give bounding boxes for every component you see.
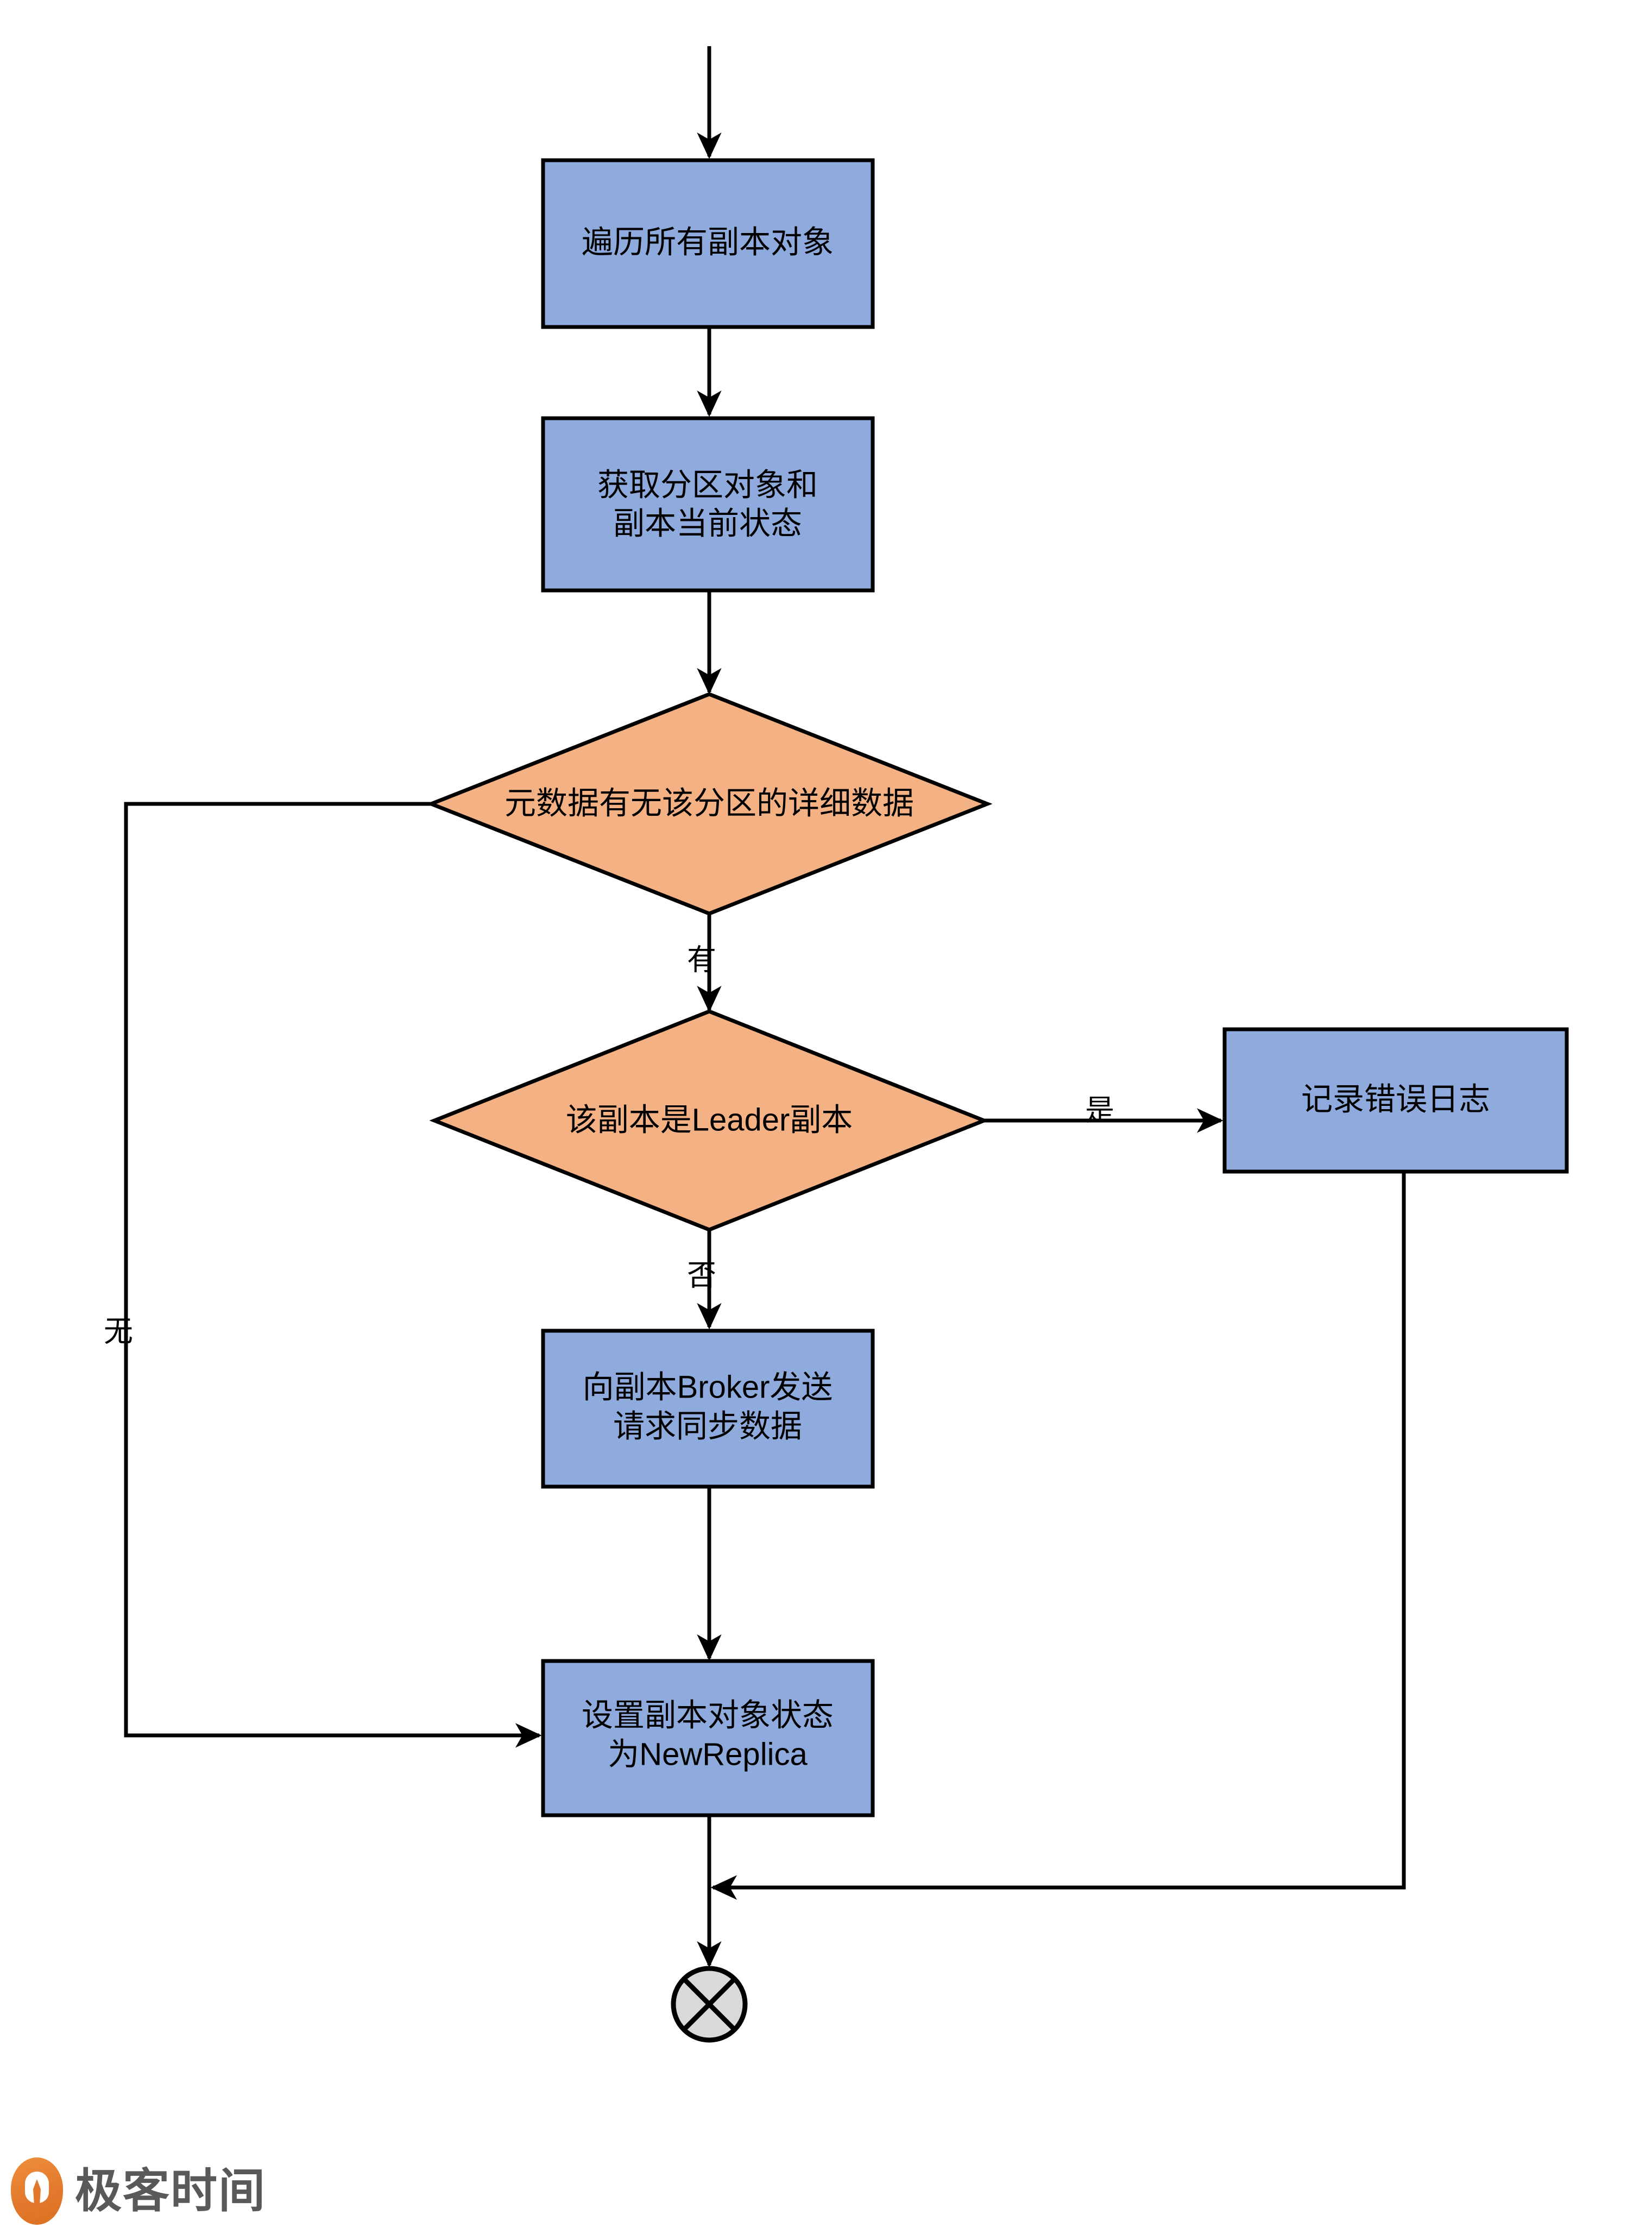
edge-n3-to-end <box>710 1172 1406 1900</box>
edge-line <box>124 802 542 1748</box>
edge-d2-to-n3-yes: 是 <box>984 1094 1224 1133</box>
node-label-line1: 获取分区对象和 <box>597 467 818 502</box>
edge-line <box>710 1172 1406 1900</box>
edge-d1-to-n5-none: 无 <box>104 802 542 1748</box>
geektime-logo-icon <box>11 2157 63 2225</box>
watermark-brand-text: 极客时间 <box>75 2165 266 2217</box>
edge-label-no: 否 <box>687 1259 716 1292</box>
node-label: 遍历所有副本对象 <box>582 224 834 260</box>
node-label-line1: 设置副本对象状态 <box>582 1697 834 1733</box>
node-get-partition-state[interactable]: 获取分区对象和 副本当前状态 <box>541 416 875 593</box>
edge-d1-to-d2: 有 <box>687 914 722 1012</box>
edge-label-has: 有 <box>687 943 716 976</box>
edge-label-yes: 是 <box>1085 1094 1114 1127</box>
node-label: 记录错误日志 <box>1301 1081 1490 1117</box>
edge-label-none: 无 <box>104 1315 133 1348</box>
node-send-sync-request-to-broker[interactable]: 向副本Broker发送 请求同步数据 <box>541 1329 875 1489</box>
node-log-error[interactable]: 记录错误日志 <box>1222 1027 1569 1174</box>
process-box[interactable] <box>541 158 875 329</box>
process-box[interactable] <box>541 1659 875 1817</box>
process-box[interactable] <box>541 416 875 593</box>
decision-diamond[interactable] <box>429 1009 989 1232</box>
node-end-terminator[interactable] <box>671 1966 748 2043</box>
node-label: 该副本是Leader副本 <box>566 1102 853 1137</box>
node-decision-metadata-has-partition-detail[interactable]: 元数据有无该分区的详细数据 <box>426 692 993 916</box>
end-cross-icon <box>682 1977 737 2032</box>
node-label-line2: 为NewReplica <box>608 1736 808 1772</box>
node-label-line1: 向副本Broker发送 <box>583 1369 833 1405</box>
node-set-replica-state-newreplica[interactable]: 设置副本对象状态 为NewReplica <box>541 1659 875 1817</box>
watermark: 极客时间 <box>11 2157 266 2225</box>
node-label-line2: 副本当前状态 <box>613 506 802 541</box>
node-decision-is-leader-replica[interactable]: 该副本是Leader副本 <box>429 1009 989 1232</box>
node-label-line2: 请求同步数据 <box>613 1408 802 1444</box>
logo-needle-shape <box>33 2179 41 2217</box>
decision-diamond[interactable] <box>426 692 993 916</box>
process-box[interactable] <box>1222 1027 1569 1174</box>
node-traverse-replicas[interactable]: 遍历所有副本对象 <box>541 158 875 329</box>
node-label: 元数据有无该分区的详细数据 <box>505 785 914 821</box>
edge-d2-to-n4-no: 否 <box>687 1231 722 1330</box>
process-box[interactable] <box>541 1329 875 1489</box>
